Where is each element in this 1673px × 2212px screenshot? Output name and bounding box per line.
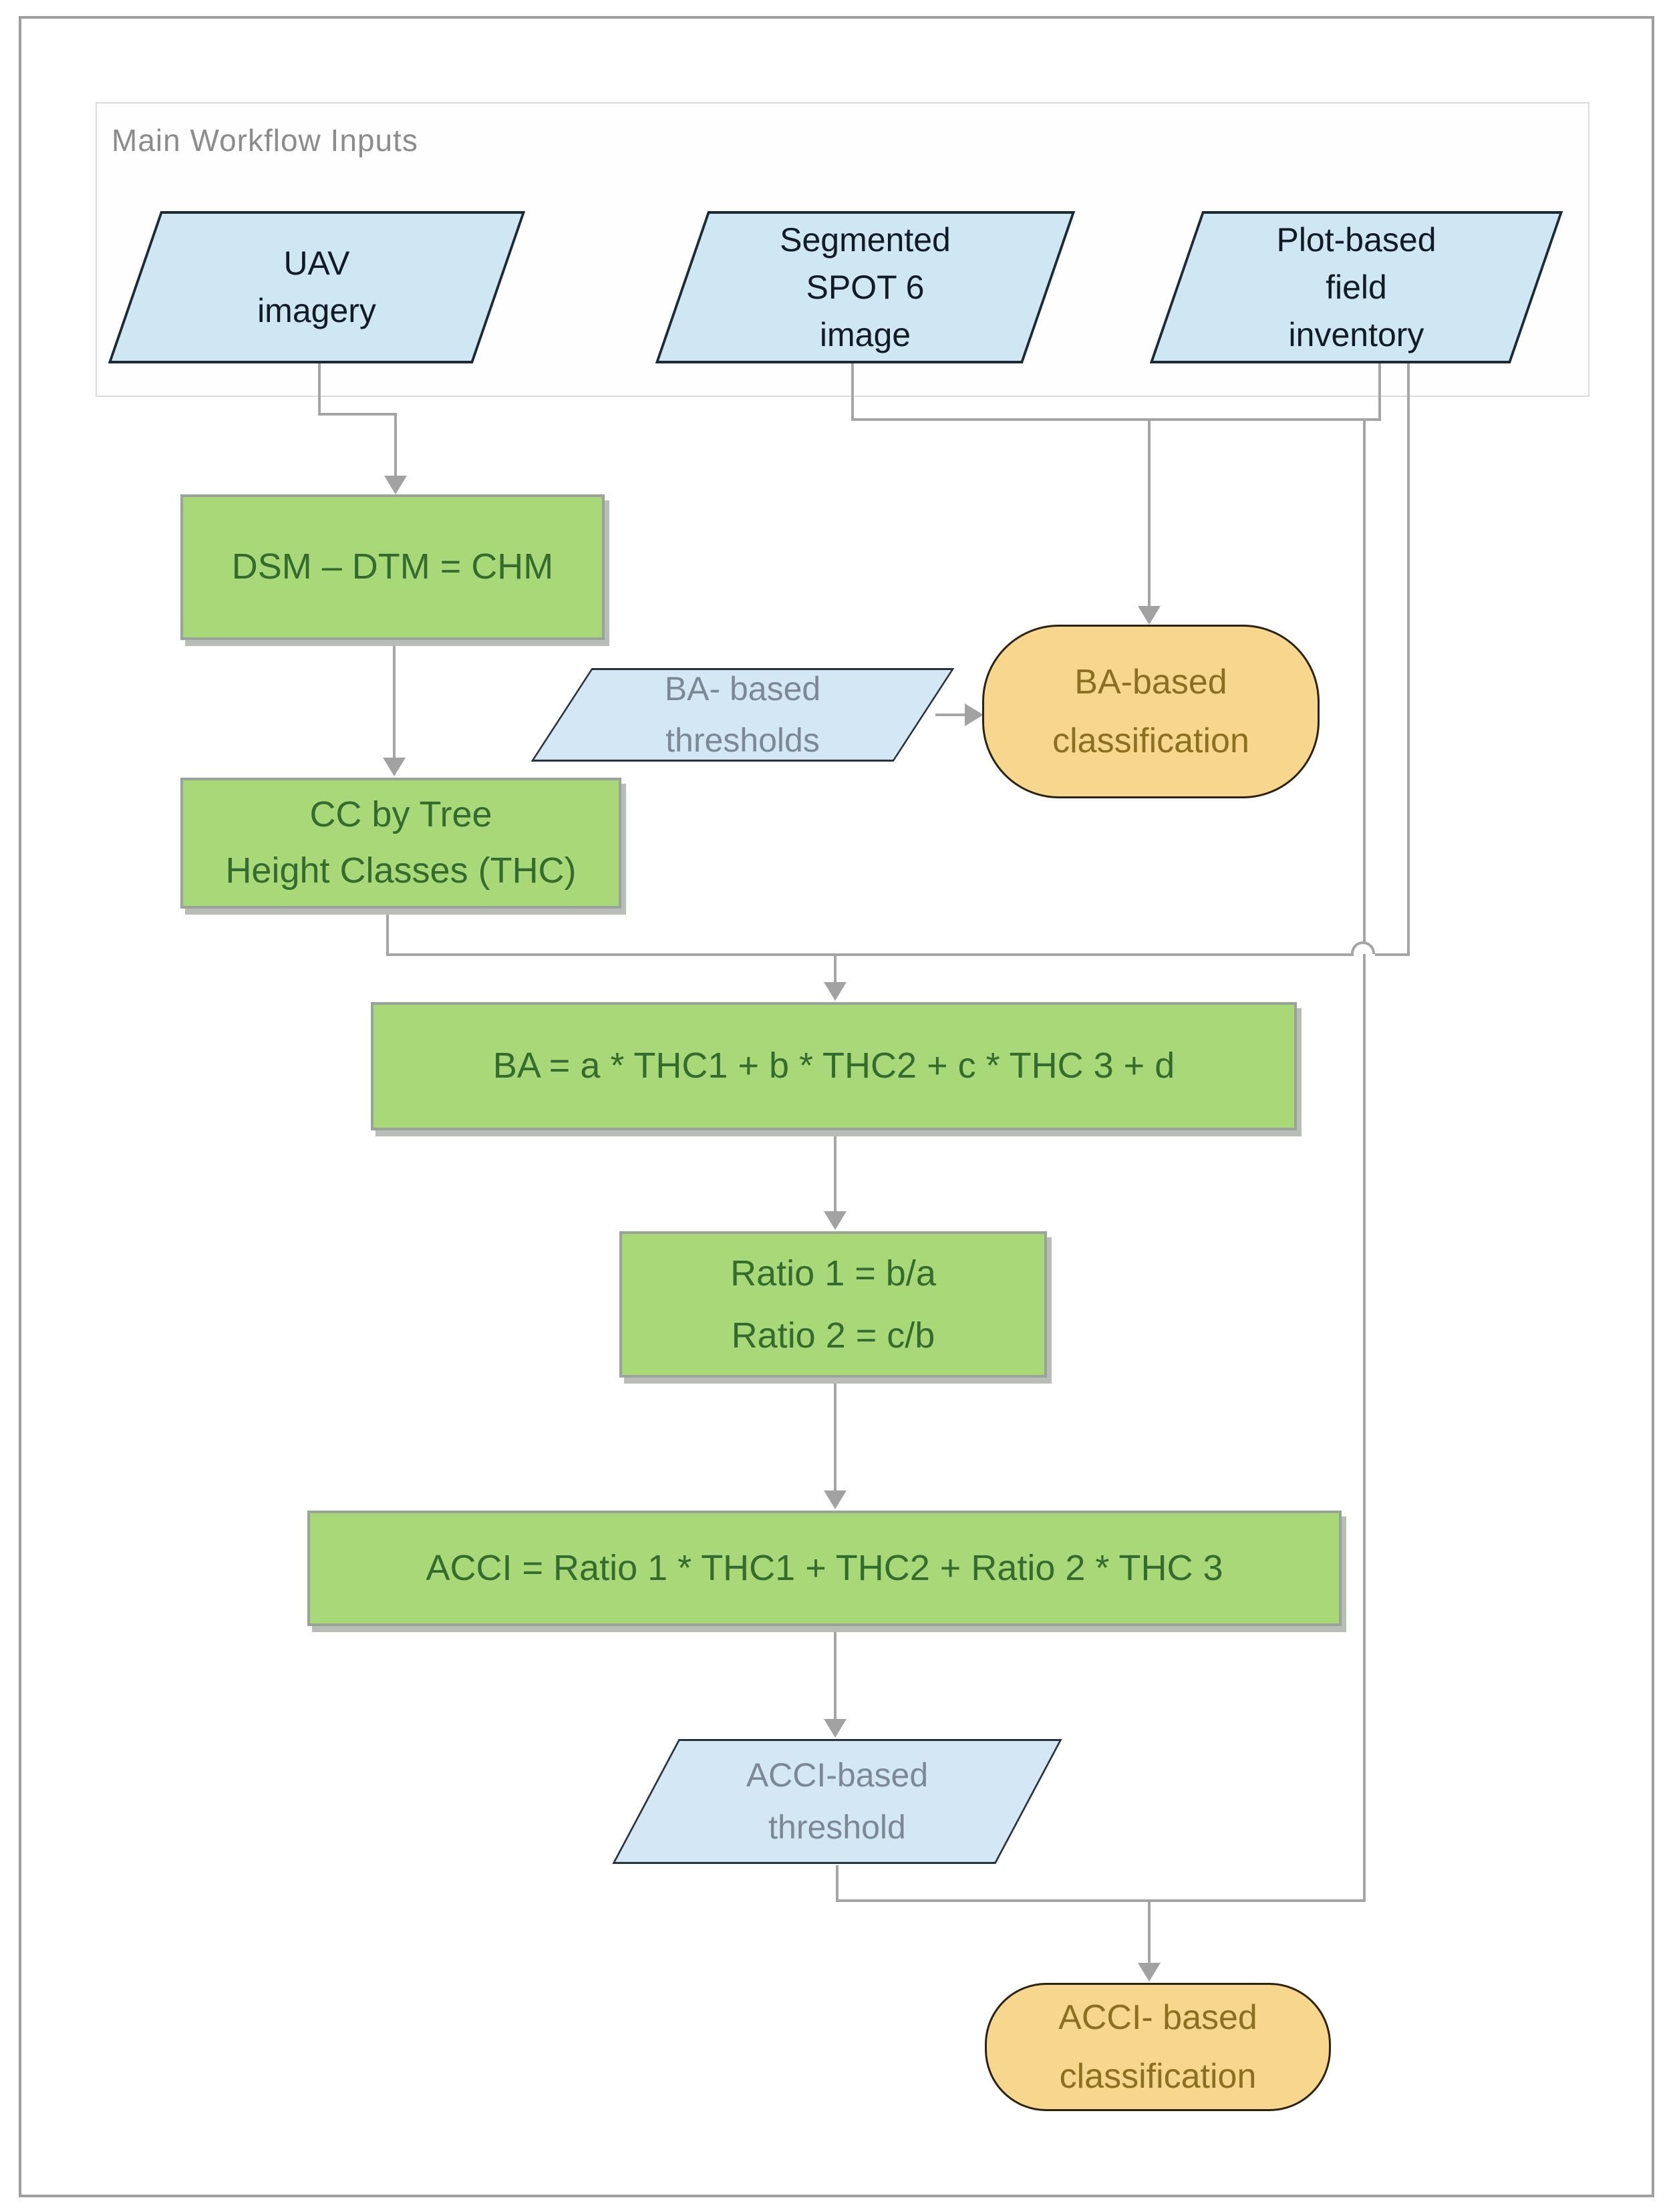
main-workflow-inputs-label: Main Workflow Inputs — [112, 123, 418, 158]
connector-into-acci-classification — [1148, 1899, 1151, 1964]
connector-bathresholds-to-classification — [935, 714, 966, 716]
process-acci-formula-label: ACCI = Ratio 1 * THC1 + THC2 + Ratio 2 *… — [426, 1547, 1223, 1588]
connector-uav-elbow — [318, 413, 397, 416]
arrowhead-into-acci-threshold — [824, 1719, 847, 1738]
process-ba-regression-formula: BA = a * THC1 + b * THC2 + c * THC 3 + d — [371, 1002, 1297, 1130]
connector-chm-to-cc — [393, 643, 396, 759]
process-cc-by-thc-label: CC by Tree Height Classes (THC) — [225, 794, 577, 891]
input-uav-imagery: UAV imagery — [108, 211, 526, 363]
arrowhead-into-cc — [383, 758, 406, 776]
connector-line-hop — [1351, 941, 1375, 954]
arrowhead-into-chm — [384, 476, 407, 494]
input-plot-based-field-inventory-label: Plot-based field inventory — [1276, 220, 1436, 353]
connector-cc-out — [386, 911, 389, 956]
process-chm-calculation: DSM – DTM = CHM — [180, 494, 605, 640]
arrowhead-into-ba-classification — [1138, 606, 1161, 625]
connector-acci-to-threshold — [834, 1629, 836, 1720]
connector-inventory-stub — [1378, 355, 1381, 421]
process-ratios-label: Ratio 1 = b/a Ratio 2 = c/b — [730, 1253, 936, 1356]
input-plot-based-field-inventory: Plot-based field inventory — [1149, 211, 1563, 363]
connector-spot-horizontal — [851, 418, 1381, 421]
process-chm-calculation-label: DSM – DTM = CHM — [231, 546, 554, 587]
input-uav-imagery-label: UAV imagery — [257, 245, 376, 329]
terminal-acci-based-classification: ACCI- based classification — [985, 1983, 1331, 2111]
io-acci-based-threshold: ACCI-based threshold — [612, 1739, 1062, 1864]
terminal-ba-based-classification-label: BA-based classification — [1052, 662, 1249, 760]
connector-acci-merge — [836, 1899, 1366, 1902]
process-acci-formula: ACCI = Ratio 1 * THC1 + THC2 + Ratio 2 *… — [307, 1511, 1342, 1626]
connector-threshold-out — [836, 1865, 839, 1902]
process-ba-regression-formula-label: BA = a * THC1 + b * THC2 + c * THC 3 + d — [492, 1046, 1175, 1086]
connector-ratios-to-acci — [834, 1380, 836, 1492]
io-ba-based-thresholds: BA- based thresholds — [530, 668, 955, 762]
arrowhead-into-ratios — [824, 1211, 847, 1230]
connector-spot-long-vertical — [1363, 418, 1366, 1902]
io-ba-based-thresholds-label: BA- based thresholds — [664, 669, 821, 760]
connector-ba-collector-left — [386, 953, 1354, 956]
arrowhead-into-ba-formula — [824, 982, 847, 1001]
terminal-ba-based-classification: BA-based classification — [982, 625, 1320, 798]
connector-spot-out — [851, 357, 854, 421]
io-acci-based-threshold-label: ACCI-based threshold — [746, 1756, 929, 1846]
input-segmented-spot6-image: Segmented SPOT 6 image — [655, 211, 1076, 363]
connector-into-ba-formula — [834, 956, 836, 983]
arrowhead-right-into-ba-classification — [965, 703, 983, 726]
connector-ba-to-ratios — [834, 1133, 836, 1213]
connector-uav-to-chm — [394, 413, 397, 478]
connector-inventory-long-vertical — [1407, 355, 1410, 956]
arrowhead-into-acci-classification — [1138, 1963, 1161, 1982]
connector-spot-to-ba-classification — [1148, 418, 1151, 607]
connector-uav-out — [318, 361, 321, 416]
input-segmented-spot6-image-label: Segmented SPOT 6 image — [780, 220, 951, 353]
terminal-acci-based-classification-label: ACCI- based classification — [1058, 1998, 1257, 2096]
process-cc-by-thc: CC by Tree Height Classes (THC) — [180, 778, 621, 909]
arrowhead-into-acci-formula — [824, 1490, 847, 1509]
process-ratios: Ratio 1 = b/a Ratio 2 = c/b — [619, 1231, 1047, 1378]
connector-ba-collector-right — [1375, 953, 1410, 956]
